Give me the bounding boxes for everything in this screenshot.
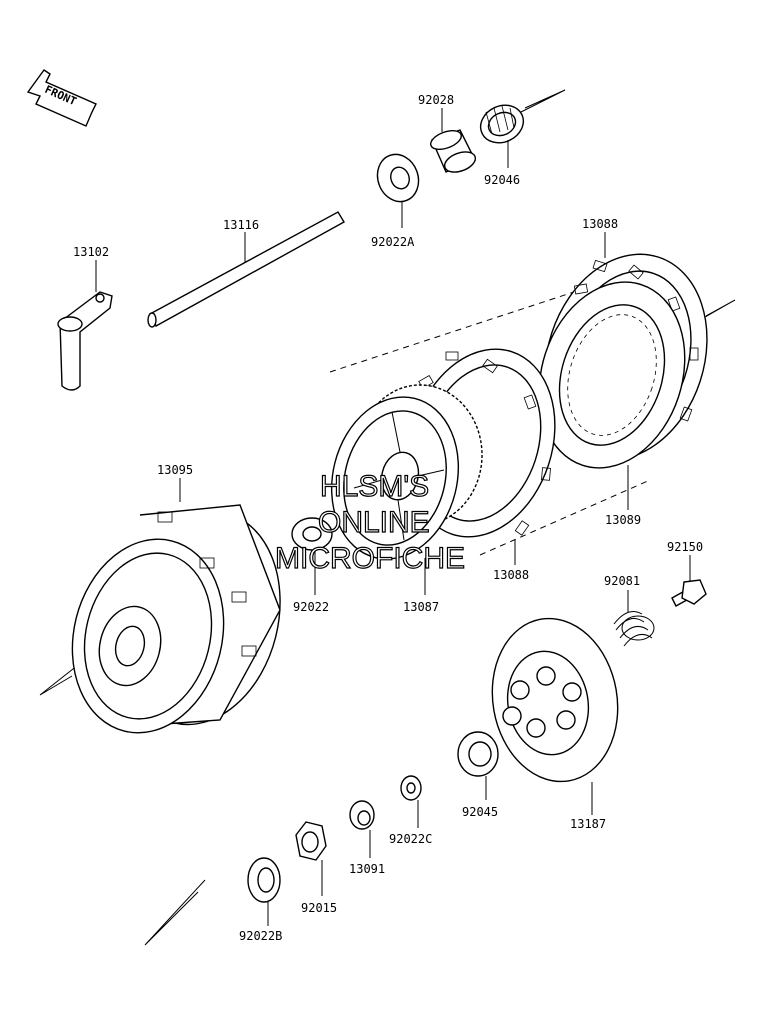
watermark-line-3: MICROFICHE <box>275 542 465 575</box>
label-92022[interactable]: 92022 <box>293 600 329 614</box>
alignment-lines <box>329 289 651 556</box>
label-13116[interactable]: 13116 <box>223 218 259 232</box>
label-13088-bottom[interactable]: 13088 <box>493 568 529 582</box>
label-92022A[interactable]: 92022A <box>371 235 415 249</box>
part-13091-collar[interactable] <box>349 800 375 830</box>
label-92045[interactable]: 92045 <box>462 805 498 819</box>
part-13089-steel-plate[interactable] <box>516 263 708 487</box>
part-13102-release-lever[interactable] <box>57 291 113 391</box>
leader-lines <box>95 108 691 926</box>
part-92022A-washer[interactable] <box>371 149 425 208</box>
label-13102[interactable]: 13102 <box>73 245 109 259</box>
label-92015[interactable]: 92015 <box>301 901 337 915</box>
watermark: HLSM'S ONLINE MICROFICHE <box>274 469 465 575</box>
watermark-line-1: HLSM'S <box>320 470 429 503</box>
part-92022-washer[interactable] <box>291 517 333 551</box>
label-92150[interactable]: 92150 <box>667 540 703 554</box>
label-13091[interactable]: 13091 <box>349 862 385 876</box>
label-92081[interactable]: 92081 <box>604 574 640 588</box>
part-13187-pressure-plate[interactable] <box>480 608 631 791</box>
label-13095[interactable]: 13095 <box>157 463 193 477</box>
direction-arrows <box>39 89 736 946</box>
label-92022B[interactable]: 92022B <box>239 929 282 943</box>
label-13089[interactable]: 13089 <box>605 513 641 527</box>
part-13087-clutch-hub[interactable] <box>315 383 483 572</box>
label-92046[interactable]: 92046 <box>484 173 520 187</box>
part-92046-needle-bearing[interactable] <box>474 98 529 149</box>
label-13087[interactable]: 13087 <box>403 600 439 614</box>
part-labels: 92028 92046 92022A 13116 13102 13088 130… <box>73 93 703 943</box>
part-92022C-washer[interactable] <box>400 775 422 801</box>
part-92045-ball-bearing[interactable] <box>457 731 499 777</box>
part-13095-clutch-housing[interactable] <box>52 494 301 749</box>
label-13187[interactable]: 13187 <box>570 817 606 831</box>
front-arrow-icon: FRONT <box>26 69 97 127</box>
part-92015-nut[interactable] <box>295 821 327 861</box>
label-92028[interactable]: 92028 <box>418 93 454 107</box>
part-92028-sleeve[interactable] <box>428 127 478 176</box>
part-13116-push-rod[interactable] <box>147 211 345 328</box>
label-13088-top[interactable]: 13088 <box>582 217 618 231</box>
part-92150-bolt[interactable] <box>671 579 707 607</box>
part-92022B-lock-washer[interactable] <box>247 857 281 903</box>
label-92022C[interactable]: 92022C <box>389 832 432 846</box>
watermark-line-2: ONLINE <box>318 506 430 539</box>
part-92081-spring[interactable] <box>613 611 655 647</box>
